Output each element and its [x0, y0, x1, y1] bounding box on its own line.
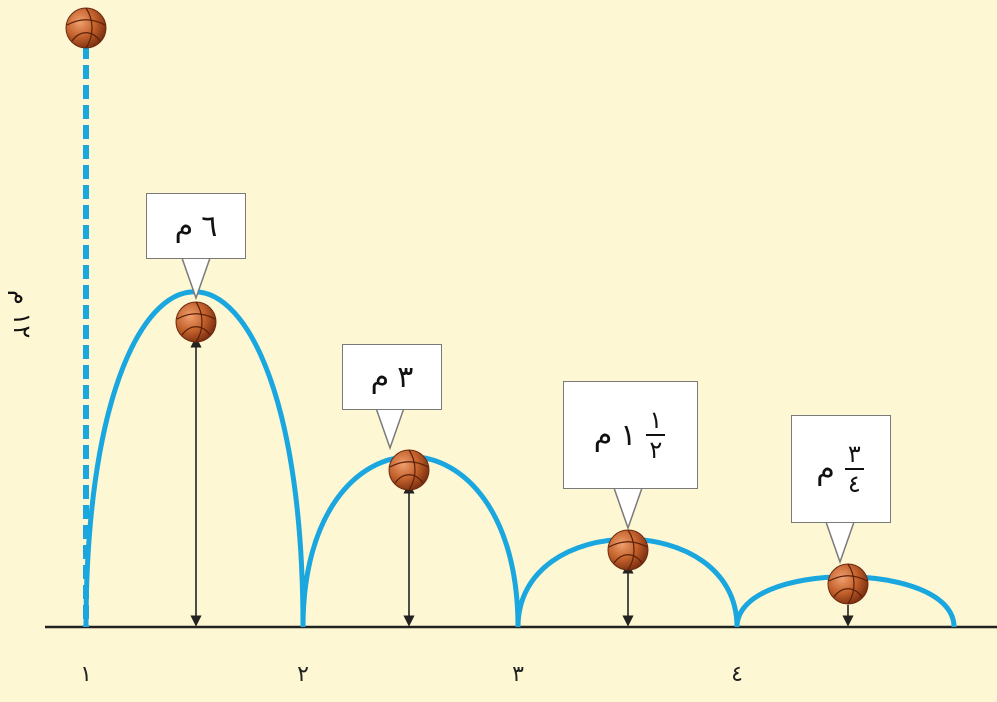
- height-callout-3: ١ ٢ ١ م: [563, 381, 698, 489]
- fraction-numerator: ١: [646, 408, 666, 436]
- ball-bounce-2: [388, 449, 430, 491]
- height-callout-1: ٦ م: [146, 193, 246, 259]
- callout-tail-1: [181, 257, 211, 301]
- height-callout-4: ٣ ٤ م: [791, 415, 891, 523]
- fraction-denominator: ٤: [847, 470, 861, 498]
- fraction-denominator: ٢: [649, 436, 663, 464]
- callout-fraction: ١ ٢: [646, 408, 666, 464]
- callout-tail-3: [613, 487, 643, 531]
- callout-unit: م: [174, 208, 194, 244]
- callout-tail-4: [825, 521, 855, 565]
- ball-bounce-3: [607, 529, 649, 571]
- ball-bounce-1: [175, 301, 217, 343]
- callout-tail-2: [375, 407, 405, 451]
- ball-bounce-4: [827, 563, 869, 605]
- ground-mark-1: ١: [80, 662, 92, 687]
- fraction-numerator: ٣: [844, 442, 864, 470]
- ground-mark-4: ٤: [731, 662, 743, 687]
- callout-whole: ١: [620, 417, 637, 453]
- callout-unit: م: [593, 417, 613, 453]
- ball-start: [65, 7, 107, 49]
- ground-mark-3: ٣: [512, 662, 524, 687]
- callout-whole: ٣: [397, 359, 414, 395]
- callout-fraction: ٣ ٤: [844, 442, 864, 498]
- callout-unit: م: [816, 451, 835, 487]
- height-callout-2: ٣ م: [342, 344, 442, 410]
- ground-mark-2: ٢: [297, 662, 309, 687]
- drop-height-label: ١٢ م: [8, 290, 36, 339]
- callout-unit: م: [370, 359, 390, 395]
- callout-whole: ٦: [201, 208, 218, 244]
